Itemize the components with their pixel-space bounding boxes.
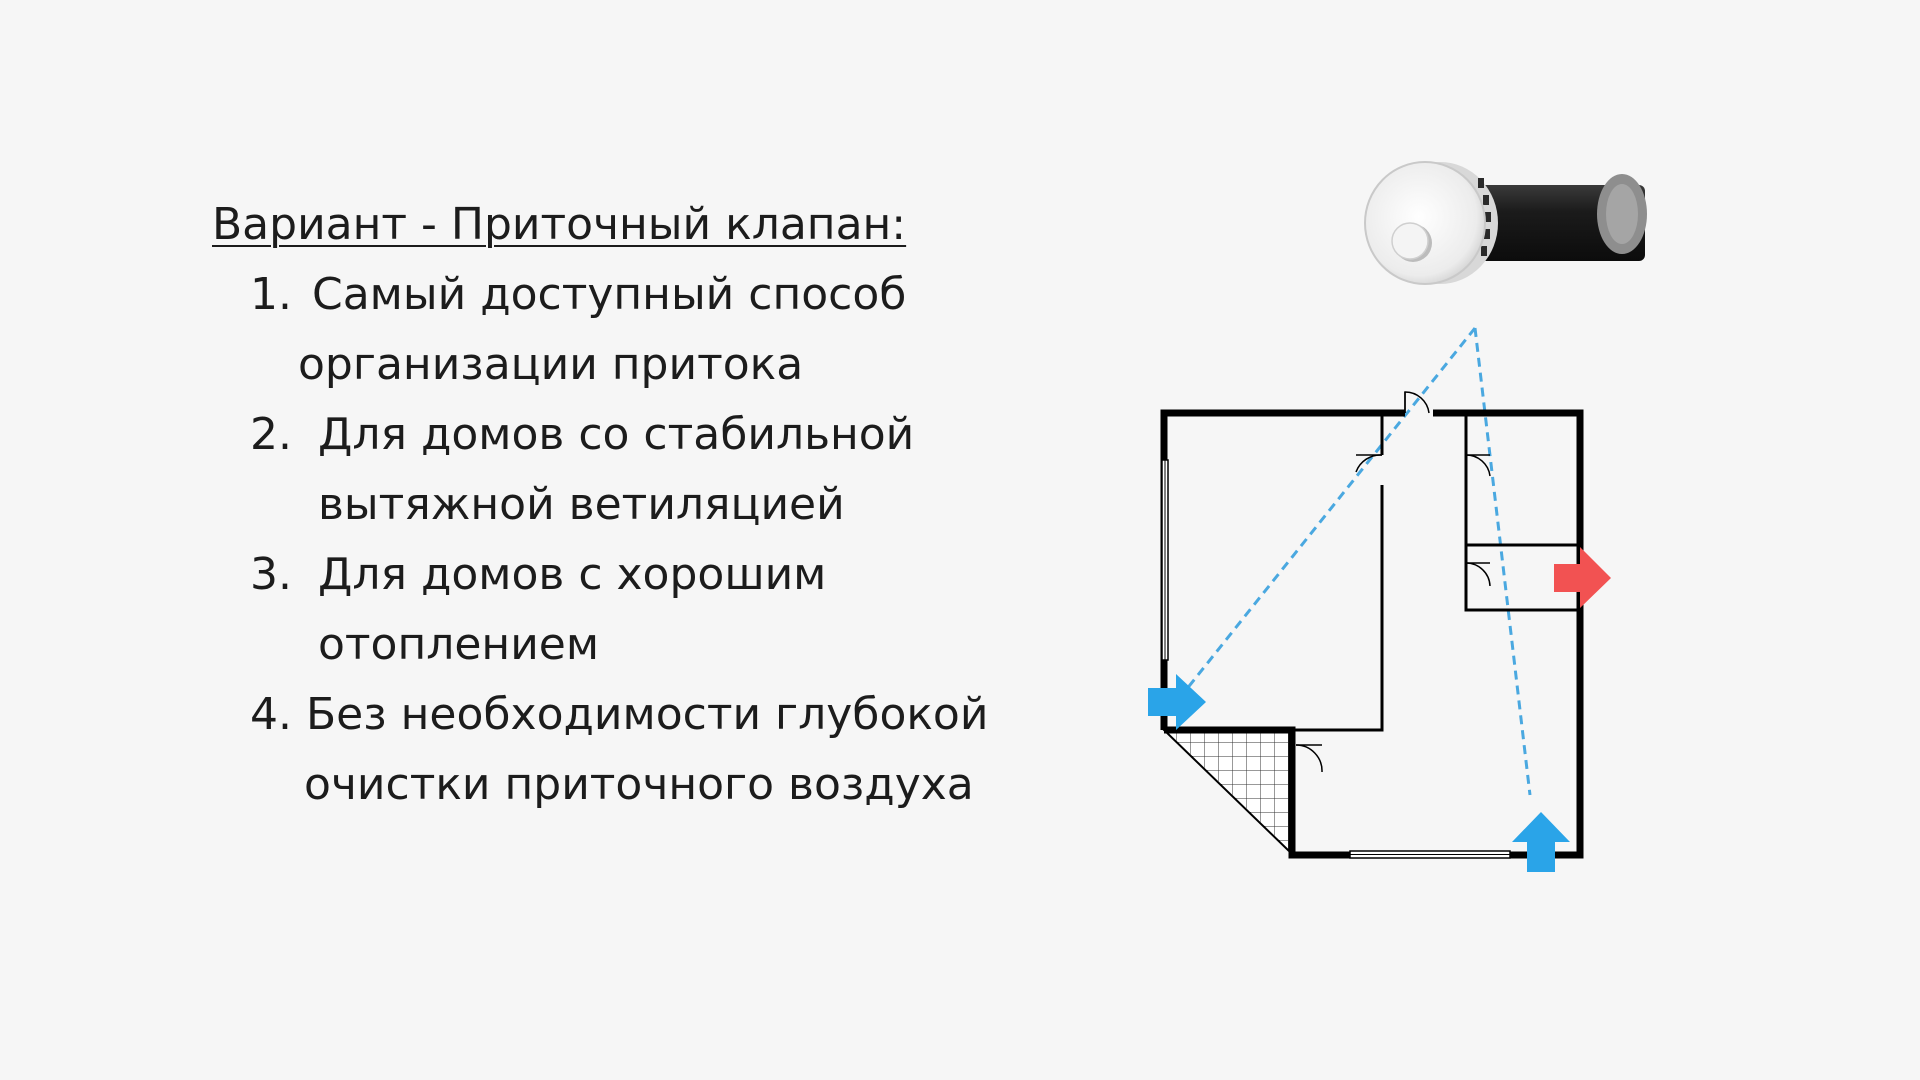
list-item-3: 3. Для домов с хорошим отоплением bbox=[212, 540, 1112, 680]
list-line: Для домов со стабильной bbox=[318, 409, 915, 460]
list-item-2: 2. Для домов со стабильной вытяжной вети… bbox=[212, 400, 1112, 540]
list-line: Для домов с хорошим bbox=[318, 549, 827, 600]
text-block: Вариант - Приточный клапан: 1. Самый дос… bbox=[212, 190, 1112, 820]
list-number: 2. bbox=[250, 409, 292, 460]
supply-arrow-icon bbox=[1512, 812, 1570, 872]
list-line: отоплением bbox=[318, 619, 600, 670]
list-item-4: 4. Без необходимости глубокой очистки пр… bbox=[212, 680, 1112, 820]
supply-arrow-icon bbox=[1148, 674, 1206, 730]
list-line: Самый доступный способ bbox=[312, 269, 907, 320]
list-number: 4. bbox=[250, 689, 292, 740]
list-number: 3. bbox=[250, 549, 292, 600]
list-line: организации притока bbox=[298, 339, 804, 390]
floor-plan bbox=[1160, 391, 1584, 859]
list-line: очистки приточного воздуха bbox=[304, 759, 974, 810]
list-line: Без необходимости глубокой bbox=[306, 689, 989, 740]
slide-title: Вариант - Приточный клапан: bbox=[212, 199, 907, 250]
list-number: 1. bbox=[250, 269, 292, 320]
airflow-lines bbox=[1176, 327, 1532, 796]
supply-valve-icon bbox=[1364, 161, 1647, 285]
exhaust-arrow-icon bbox=[1554, 547, 1611, 608]
list-line: вытяжной ветиляцией bbox=[318, 479, 845, 530]
list-item-1: 1. Самый доступный способ организации пр… bbox=[212, 260, 1112, 400]
